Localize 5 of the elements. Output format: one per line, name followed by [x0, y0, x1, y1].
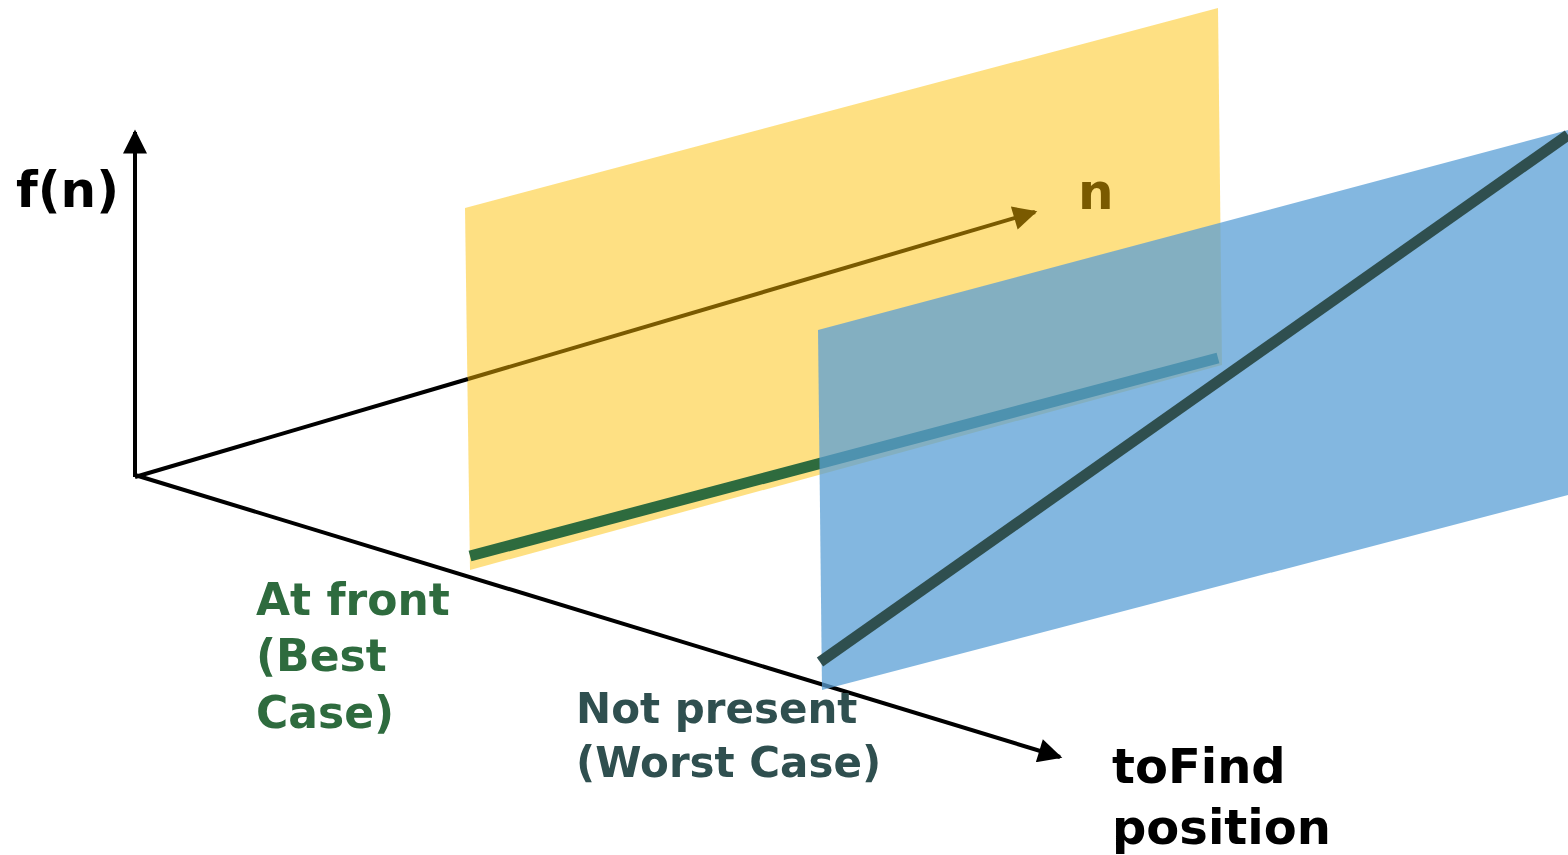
axis-label: f(n) — [16, 160, 121, 221]
case-label: At front (Best Case) — [256, 573, 451, 740]
case-label: Not present (Worst Case) — [576, 683, 883, 789]
axis-label: n — [1078, 162, 1115, 223]
axis-label: toFind position — [1112, 737, 1332, 855]
